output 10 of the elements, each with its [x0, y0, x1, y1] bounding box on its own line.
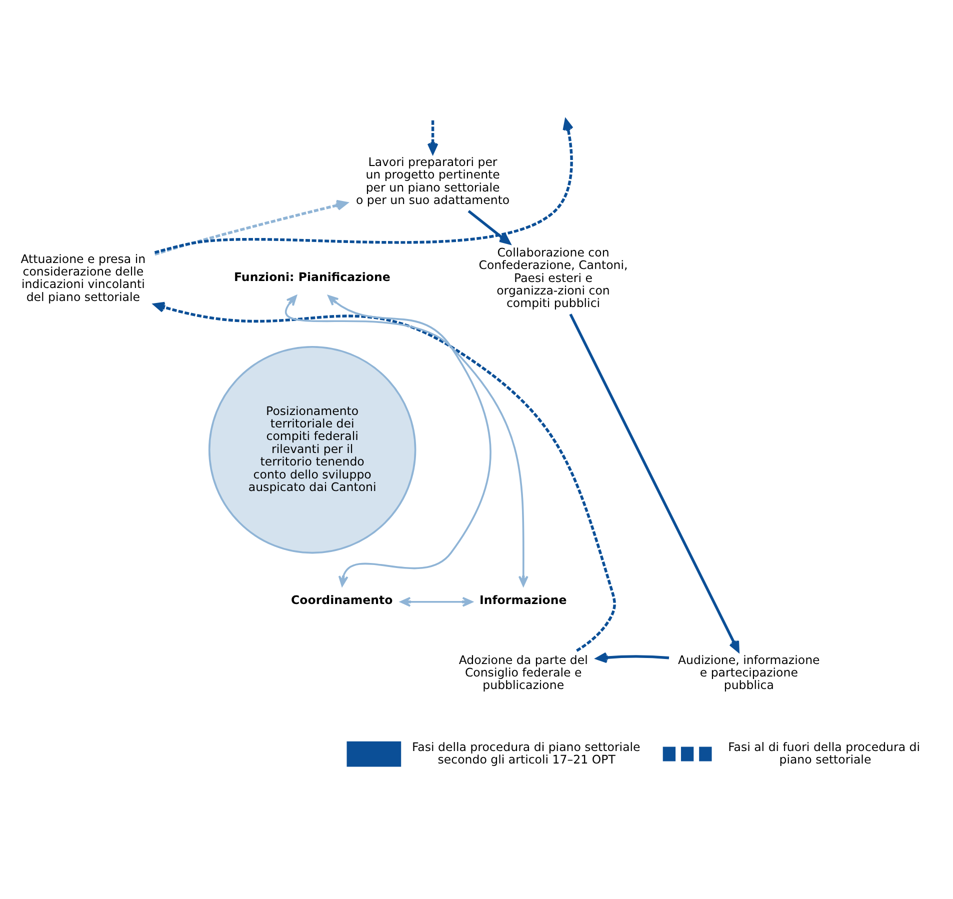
node-text: Informazione: [479, 593, 567, 608]
node-text: Collaborazione con Confederazione, Cantoni, Paesi esteri e organizza-zioni con compiti pubblici: [478, 246, 628, 310]
legend-label: Fasi al di fuori della procedura di piano settoriale: [728, 740, 920, 766]
node-text: Attuazione e presa in considerazione delle indicazioni vincolanti del piano settoriale: [20, 252, 146, 304]
node-text: Lavori preparatori per un progetto pertinente per un piano settoriale o per un suo adattamento: [356, 154, 510, 207]
node-text: Funzioni: Pianificazione: [234, 270, 390, 284]
node-text: Audizione, informazione e partecipazione pubblica: [678, 652, 820, 692]
node-text: Coordinamento: [291, 593, 393, 608]
legend-label: Fasi della procedura di piano settoriale secondo gli articoli 17–21 OPT: [412, 740, 640, 766]
node-text: Adozione da parte del Consiglio federale e pubblicazione: [458, 652, 588, 692]
